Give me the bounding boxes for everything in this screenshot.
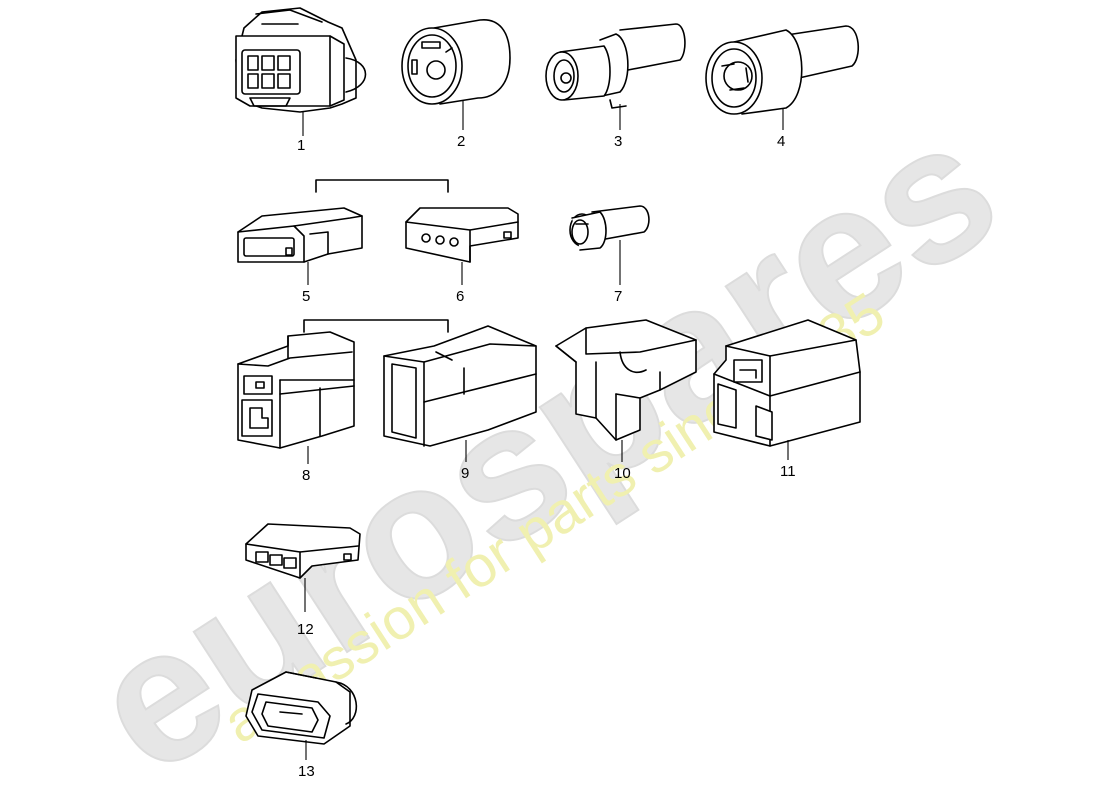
callout-12: 12 (297, 578, 314, 638)
part-13-connector[interactable] (245, 671, 358, 745)
callout-8: 8 (302, 446, 310, 484)
callout-label-6: 6 (456, 288, 464, 305)
group-bracket-8-9 (303, 319, 449, 333)
callout-13: 13 (298, 740, 315, 780)
part-5-connector[interactable] (237, 207, 363, 263)
callout-label-5: 5 (302, 288, 310, 305)
part-3-connector[interactable] (545, 23, 686, 109)
callout-1: 1 (297, 112, 305, 154)
callout-5: 5 (302, 262, 310, 305)
callout-9: 9 (461, 440, 469, 482)
part-9-connector[interactable] (383, 325, 537, 447)
callout-label-12: 12 (297, 621, 314, 638)
callout-6: 6 (456, 262, 464, 305)
callout-label-7: 7 (614, 288, 622, 305)
part-1-connector[interactable] (235, 7, 367, 113)
group-bracket-5-6 (315, 179, 449, 193)
callout-7: 7 (614, 240, 622, 305)
part-2-connector[interactable] (401, 19, 511, 105)
callout-label-3: 3 (614, 133, 622, 150)
watermark-brand: eurospares (57, 79, 1032, 800)
part-6-connector[interactable] (405, 207, 519, 263)
callout-label-2: 2 (457, 133, 465, 150)
part-11-connector[interactable] (713, 319, 861, 447)
part-10-connector[interactable] (555, 319, 697, 441)
callout-label-11: 11 (780, 463, 796, 480)
callout-10: 10 (614, 440, 631, 482)
callout-label-13: 13 (298, 763, 315, 780)
callout-2: 2 (457, 100, 465, 150)
callout-label-4: 4 (777, 133, 785, 150)
part-7-connector[interactable] (569, 205, 650, 251)
part-8-connector[interactable] (237, 331, 355, 449)
callout-3: 3 (614, 104, 622, 150)
callout-label-9: 9 (461, 465, 469, 482)
callout-4: 4 (777, 108, 785, 150)
callout-label-8: 8 (302, 467, 310, 484)
callout-label-1: 1 (297, 137, 305, 154)
callout-label-10: 10 (614, 465, 631, 482)
watermark: eurospares a passion for parts since 198… (56, 78, 1033, 800)
part-12-connector[interactable] (245, 523, 361, 579)
part-4-connector[interactable] (705, 25, 859, 115)
callout-11: 11 (780, 440, 796, 480)
